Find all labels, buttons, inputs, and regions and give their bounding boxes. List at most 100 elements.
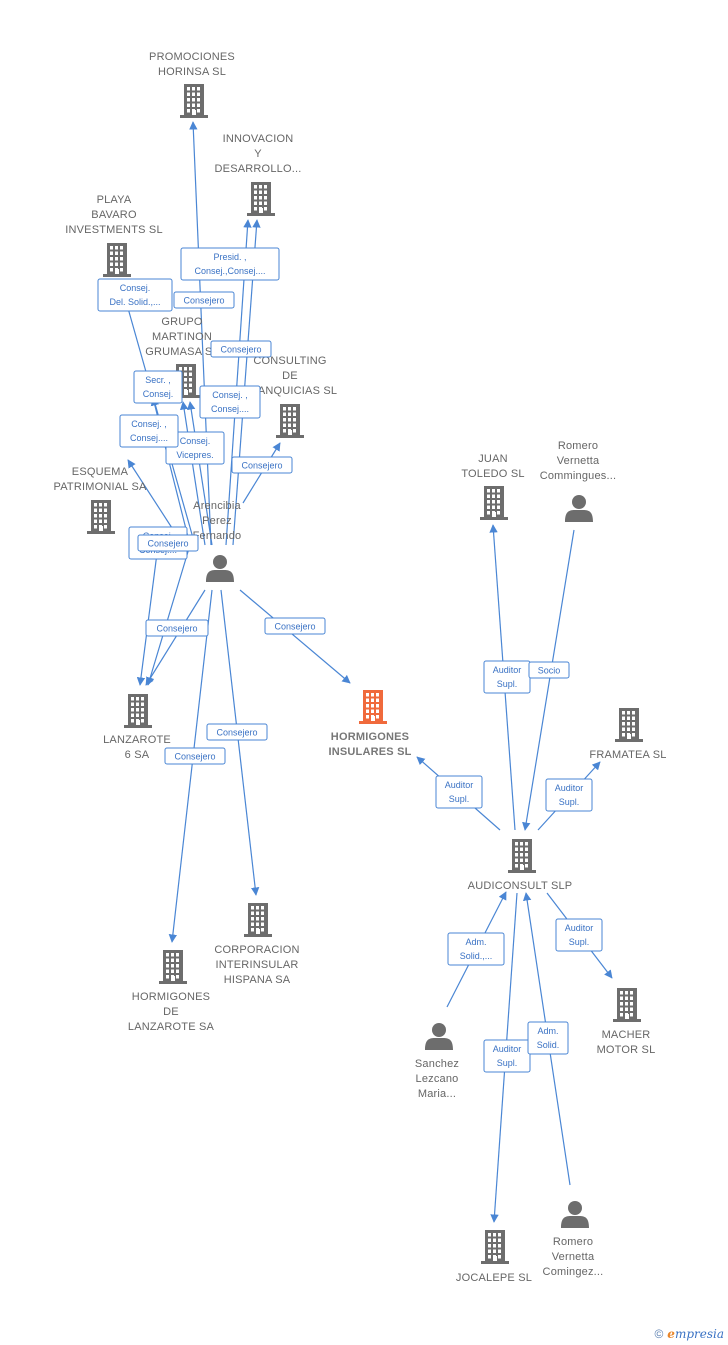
edge-label[interactable]: Consejero <box>173 291 235 309</box>
edge-label-text: Consej. ,Consej.... <box>211 390 249 414</box>
building-icon <box>124 694 152 728</box>
building-icon <box>159 950 187 984</box>
person-icon <box>565 495 593 522</box>
edge-label[interactable]: Socio <box>528 661 570 679</box>
footer-brand[interactable]: ©empresia <box>654 1327 724 1341</box>
edge-label-text: Consejero <box>147 539 188 549</box>
building-icon <box>87 500 115 534</box>
node-label: AUDICONSULT SLP <box>468 880 573 892</box>
building-icon <box>359 690 387 724</box>
person-icon <box>561 1201 589 1228</box>
edge-line <box>522 529 575 831</box>
edge-label[interactable]: Adm.Solid.,... <box>447 932 505 966</box>
building-icon <box>508 839 536 873</box>
person-icon <box>206 555 234 582</box>
edge-label-text: Secr. ,Consej. <box>143 375 174 399</box>
building-icon <box>613 988 641 1022</box>
edge-line <box>186 401 213 546</box>
edge-line <box>189 121 212 546</box>
edge-label[interactable]: Consej. ,Consej.... <box>119 414 179 448</box>
edge-label[interactable]: Consej.Vicepres. <box>165 431 225 465</box>
node-label: JOCALEPE SL <box>456 1272 532 1284</box>
edge-label-text: Presid. ,Consej.,Consej.... <box>194 252 265 276</box>
edge-label[interactable]: Presid. ,Consej.,Consej.... <box>180 247 280 281</box>
edge-label[interactable]: Consej.Del. Solid.,... <box>97 278 173 312</box>
edge-label[interactable]: Consejero <box>145 619 209 637</box>
edge-label-text: Consejero <box>241 461 282 471</box>
node-jocalepe[interactable]: JOCALEPE SL <box>456 1230 532 1284</box>
node-audiconsult[interactable]: AUDICONSULT SLP <box>468 839 573 892</box>
edge-label-text: Adm.Solid. <box>537 1026 560 1050</box>
brand-logo: empresia <box>667 1327 724 1341</box>
building-icon <box>480 486 508 520</box>
edge-label-text: Consej. ,Consej.... <box>130 419 168 443</box>
edge-labels-layer: Presid. ,Consej.,Consej....ConsejeroCons… <box>97 247 603 1073</box>
edge-label[interactable]: Consejero <box>164 747 226 765</box>
building-icon <box>244 903 272 937</box>
building-icon <box>481 1230 509 1264</box>
edge-line <box>179 401 206 546</box>
edge-line <box>168 589 213 943</box>
copyright-symbol: © <box>654 1327 664 1341</box>
edge-line <box>145 589 206 686</box>
edges-layer <box>118 121 613 1223</box>
person-icon <box>425 1023 453 1050</box>
edge-label[interactable]: Adm.Solid. <box>527 1021 569 1055</box>
edge-label[interactable]: Consej. ,Consej.... <box>199 385 261 419</box>
edge-label-text: Consejero <box>183 296 224 306</box>
edge-label[interactable]: Consejero <box>210 340 272 358</box>
edge-label-text: Consejero <box>216 728 257 738</box>
edge-label[interactable]: Consejero <box>264 617 326 635</box>
building-icon <box>247 182 275 216</box>
edge-line <box>220 589 260 896</box>
node-label: FRAMATEA SL <box>589 749 666 761</box>
edge-label-text: Consejero <box>220 345 261 355</box>
building-icon <box>180 84 208 118</box>
edge-label[interactable]: Consejero <box>206 723 268 741</box>
node-framatea[interactable]: FRAMATEA SL <box>589 708 666 761</box>
edge-label-text: Consejero <box>156 624 197 634</box>
edge-label[interactable]: Secr. ,Consej. <box>133 370 183 404</box>
edge-label-text: Consejero <box>274 622 315 632</box>
building-icon <box>103 243 131 277</box>
edge-label[interactable]: Consejero <box>231 456 293 474</box>
edge-label[interactable]: Consejero <box>137 534 199 552</box>
